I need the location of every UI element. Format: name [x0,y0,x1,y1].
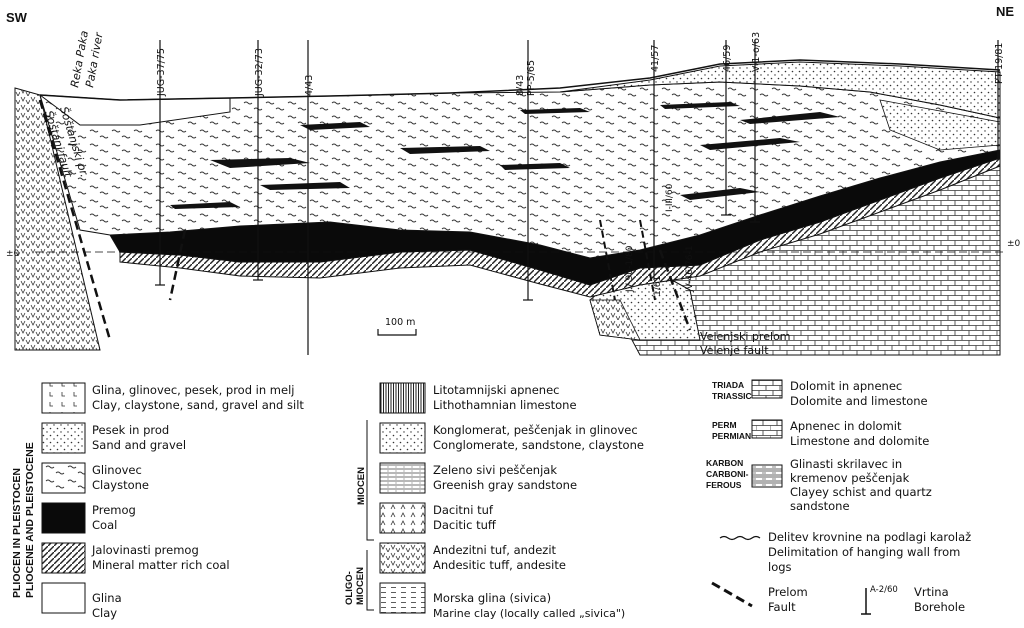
legend-age: PERMIAN [712,431,751,441]
legend-swatch-coal [41,502,86,534]
borehole-label: 1/61 [653,276,663,296]
legend-label: Glina, glinovec, pesek, prod in melj [92,383,294,397]
section-layers [38,59,1001,298]
datum-left-label: ±0 [6,249,20,259]
legend-label: Morska glina (sivica) [433,591,551,605]
ne-label: NE [996,4,1014,19]
legend-label: Jalovinasti premog [91,543,199,557]
legend-label: Delitev krovnine na podlagi karolaž [768,530,971,544]
legend-borehole-symbol [861,588,871,615]
datum-right-label: ±0 [1007,239,1021,249]
legend-label: kremenov peščenjak [790,471,910,485]
legend: PLIOCEN IN PLEISTOCEN PLIOCENE AND PLEIS… [11,379,971,620]
legend-age: TRIADA [712,380,744,390]
legend-label: Clay, claystone, sand, gravel and silt [92,398,304,412]
borehole-label: JV-46/76-1 [685,246,695,293]
legend-label: Apnenec in dolomit [790,419,902,433]
legend-label: Conglomerate, sandstone, claystone [433,438,644,452]
legend-swatch-marine-clay [379,582,426,614]
legend-label: Greenish gray sandstone [433,478,577,492]
legend-label: Glina [92,591,122,605]
legend-swatch-lithothamnian [379,382,426,414]
legend-label: Pesek in prod [92,423,169,437]
legend-label: Coal [92,518,117,532]
borehole-labels: JUG-37/75 JUG-32/73 4/43 8/43 PP-5/65 41… [156,32,1005,296]
legend-swatch-green-sandstone [379,462,426,494]
legend-fault-symbol [711,581,753,608]
legend-label: Litotamnijski apnenec [433,383,559,397]
legend-label: Vrtina [914,585,949,599]
borehole-label: PP-5/65 [526,60,537,96]
legend-swatch-clay [41,582,86,614]
legend-label: Sand and gravel [92,438,186,452]
legend-swatch-mineral-coal [41,542,86,574]
legend-borehole-code: A-2/60 [870,585,898,595]
borehole-label: JV-90-1/80 [625,245,635,293]
scale-bar: 100 m [377,317,417,336]
legend-label: logs [768,560,792,574]
borehole-label: JUG-37/75 [156,48,167,97]
borehole-label: 41/57 [650,45,661,72]
faults [38,99,692,341]
scale-label: 100 m [385,317,415,328]
legend-label: Andezitni tuf, andezit [433,543,557,557]
legend-label: Andesitic tuff, andesite [433,558,566,572]
borehole-label: JUG-32/73 [254,48,265,97]
legend-label: Dacitic tuff [433,518,497,532]
datum-line: ±0 ±0 [6,239,1021,259]
legend-label: Prelom [768,585,808,599]
velenje-fault-label-en: Velenje fault [700,344,769,357]
legend-label: Glinasti skrilavec in [790,457,902,471]
boreholes [155,40,999,355]
legend-label: Marine clay (locally called „sivica") [433,607,625,620]
sw-label: SW [6,10,28,25]
legend-label: Dacitni tuf [433,503,494,517]
borehole-label: 4/43 [304,75,315,96]
velenje-fault-line [658,249,692,331]
legend-label: Borehole [914,600,965,614]
legend-swatch-schist [751,464,783,488]
borehole-label: V-1-o/63 [751,32,762,72]
legend-swatch-dacitic-tuff [379,502,426,534]
legend-oligomiocen-1: OLIGO- [344,571,355,605]
legend-swatch-sand [41,422,86,454]
legend-label: Lithothamnian limestone [433,398,577,412]
legend-label: Clay [92,606,117,620]
legend-swatch-clay-mix [41,382,86,414]
legend-swatch-conglomerate [379,422,426,454]
legend-label: Dolomite and limestone [790,394,928,408]
legend-miocen: MIOCEN [356,467,367,505]
legend-swatch-dolomite [751,379,783,399]
legend-label: Konglomerat, peščenjak in glinovec [433,423,638,437]
legend-col1-title-sl: PLIOCEN IN PLEISTOCEN [11,468,23,598]
legend-label: sandstone [790,499,850,513]
borehole-label: I-III/60 [665,183,675,212]
legend-age: FEROUS [706,480,742,490]
legend-col1-title-en: PLIOCENE AND PLEISTOCENE [24,442,36,598]
legend-label: Glinovec [92,463,142,477]
legend-label: Delimitation of hanging wall from [768,545,960,559]
legend-label: Limestone and dolomite [790,434,929,448]
legend-label: Dolomit in apnenec [790,379,902,393]
velenje-fault-label-sl: Velenjski prelom [700,330,790,343]
legend-label: Clayey schist and quartz [790,485,932,499]
legend-label: Fault [768,600,796,614]
borehole-label: 8/43 [515,75,526,96]
legend-age: CARBONI- [706,469,749,479]
legend-label: Zeleno sivi peščenjak [433,463,557,477]
legend-swatch-limestone [751,419,783,439]
legend-delimitation-symbol [719,535,761,541]
legend-swatch-andesitic-tuff [379,542,426,574]
borehole-label: 46/59 [722,45,733,72]
legend-label: Claystone [92,478,149,492]
legend-age: TRIASSIC [712,391,752,401]
legend-age: PERM [712,420,737,430]
legend-swatch-claystone [41,462,86,494]
borehole-label: PT-19/81 [994,43,1005,84]
legend-age: KARBON [706,458,743,468]
legend-oligomiocen-2: MIOCEN [355,567,366,605]
legend-label: Mineral matter rich coal [92,558,230,572]
legend-label: Premog [92,503,136,517]
